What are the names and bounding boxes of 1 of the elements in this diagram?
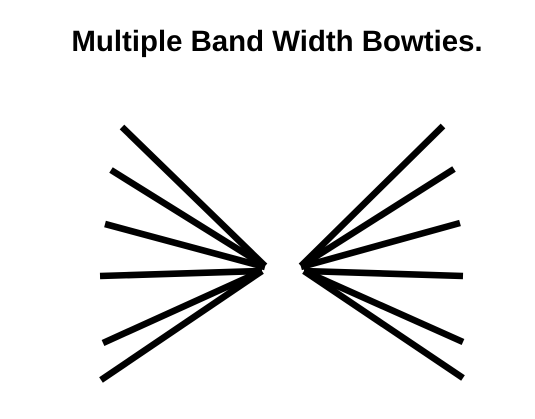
title: Multiple Band Width Bowties. bbox=[73, 30, 481, 58]
